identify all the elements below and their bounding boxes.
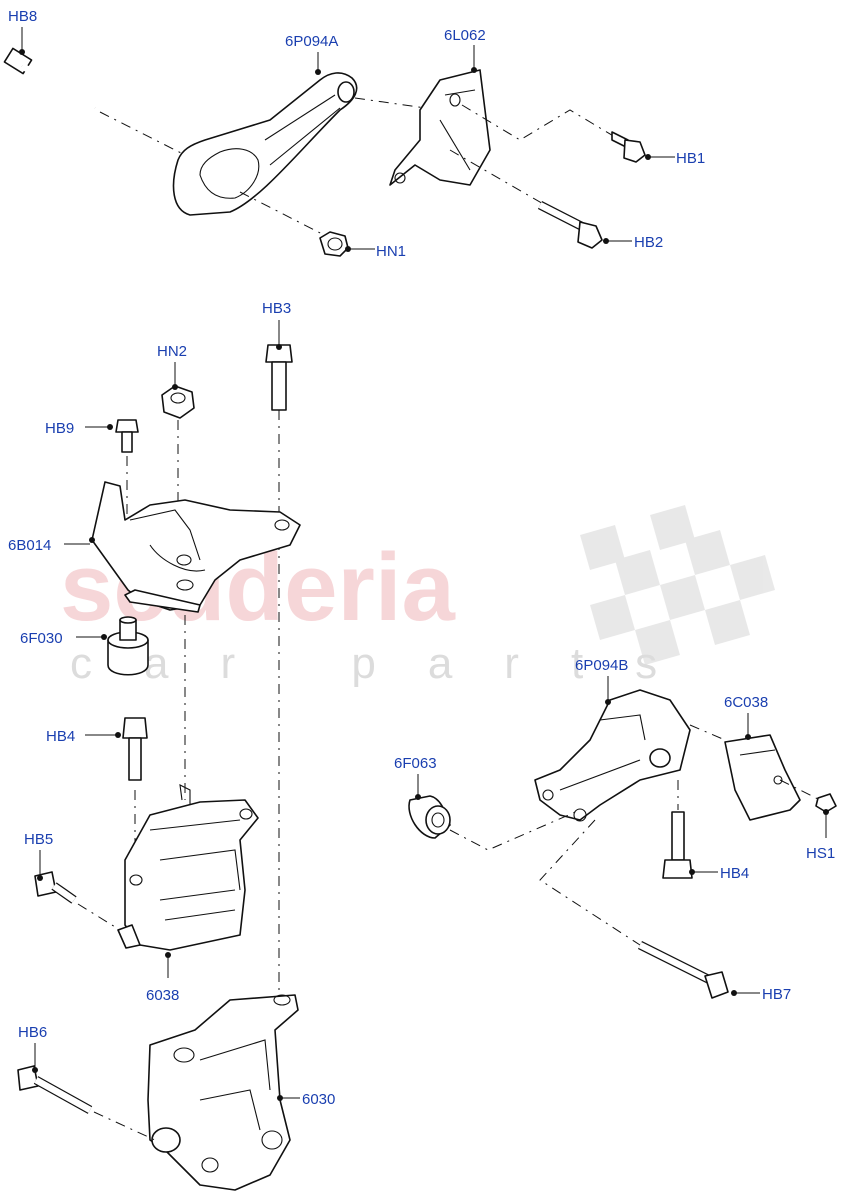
label-hb7: HB7 <box>762 986 791 1003</box>
part-6f063-bush <box>408 795 451 839</box>
label-hn1: HN1 <box>376 243 406 260</box>
part-6c038-shield <box>724 734 801 821</box>
bolt-hb7 <box>637 940 729 999</box>
nut-hn1 <box>319 231 349 257</box>
part-6038-engine-mount <box>117 784 259 951</box>
callout-leaders <box>19 27 829 1101</box>
part-6l062-bracket <box>389 69 491 186</box>
label-6p094a: 6P094A <box>285 33 338 50</box>
label-hn2: HN2 <box>157 343 187 360</box>
bolt-hb4-left <box>122 717 148 781</box>
watermark-tagline: car parts <box>70 639 709 688</box>
bolt-hb3 <box>265 344 293 411</box>
label-hb3: HB3 <box>262 300 291 317</box>
screw-hs1 <box>815 793 837 813</box>
label-6b014: 6B014 <box>8 537 51 554</box>
label-hb9: HB9 <box>45 420 74 437</box>
part-6p094b-torque-rod <box>534 689 691 822</box>
label-6p094b: 6P094B <box>575 657 628 674</box>
bolt-hb2 <box>537 200 603 249</box>
label-hb6: HB6 <box>18 1024 47 1041</box>
label-6c038: 6C038 <box>724 694 768 711</box>
part-6b014-bracket <box>91 481 301 613</box>
bolt-hb4-right <box>662 780 693 879</box>
label-hb1: HB1 <box>676 150 705 167</box>
label-hs1: HS1 <box>806 845 835 862</box>
part-6030-bracket <box>147 994 299 1191</box>
label-hb5: HB5 <box>24 831 53 848</box>
bolt-hb5 <box>34 871 77 904</box>
watermark: scuderia car parts <box>60 505 775 688</box>
callout-labels: HB8 6P094A 6L062 HB1 HN1 HB2 HB3 HN2 HB9… <box>8 8 835 1108</box>
part-6f030-bush <box>107 616 149 676</box>
label-6f063: 6F063 <box>394 755 437 772</box>
label-6038: 6038 <box>146 987 179 1004</box>
bolt-hb1 <box>611 131 646 163</box>
bolt-hb9 <box>115 419 139 453</box>
label-6l062: 6L062 <box>444 27 486 44</box>
label-6f030: 6F030 <box>20 630 63 647</box>
label-hb4-right: HB4 <box>720 865 749 882</box>
label-hb8: HB8 <box>8 8 37 25</box>
bolt-hb8 <box>3 47 97 111</box>
checkered-flag-logo <box>580 505 775 665</box>
label-hb2: HB2 <box>634 234 663 251</box>
label-hb4-left: HB4 <box>46 728 75 745</box>
nut-hn2 <box>161 385 195 419</box>
label-6030: 6030 <box>302 1091 335 1108</box>
part-6p094a-torque-rod <box>172 72 358 216</box>
bolt-hb6 <box>17 1065 93 1114</box>
